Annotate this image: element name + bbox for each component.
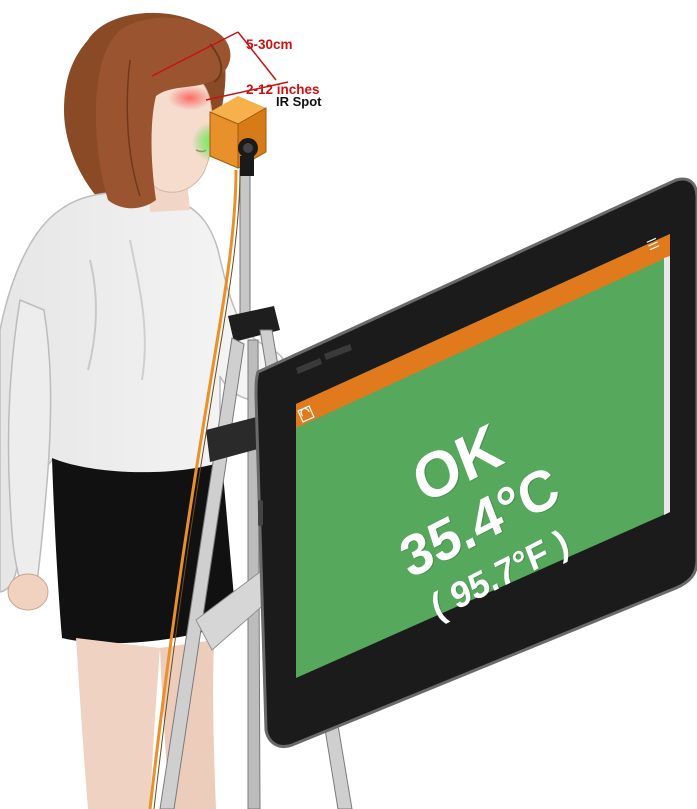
arm [8,300,50,590]
distance-cm-label: 5-30cm [246,37,320,52]
legs [76,638,160,809]
distance-annotation: 5-30cm 2-12 inches [246,7,320,127]
hand [8,574,48,610]
ir-spot-label: IR Spot [276,94,322,109]
